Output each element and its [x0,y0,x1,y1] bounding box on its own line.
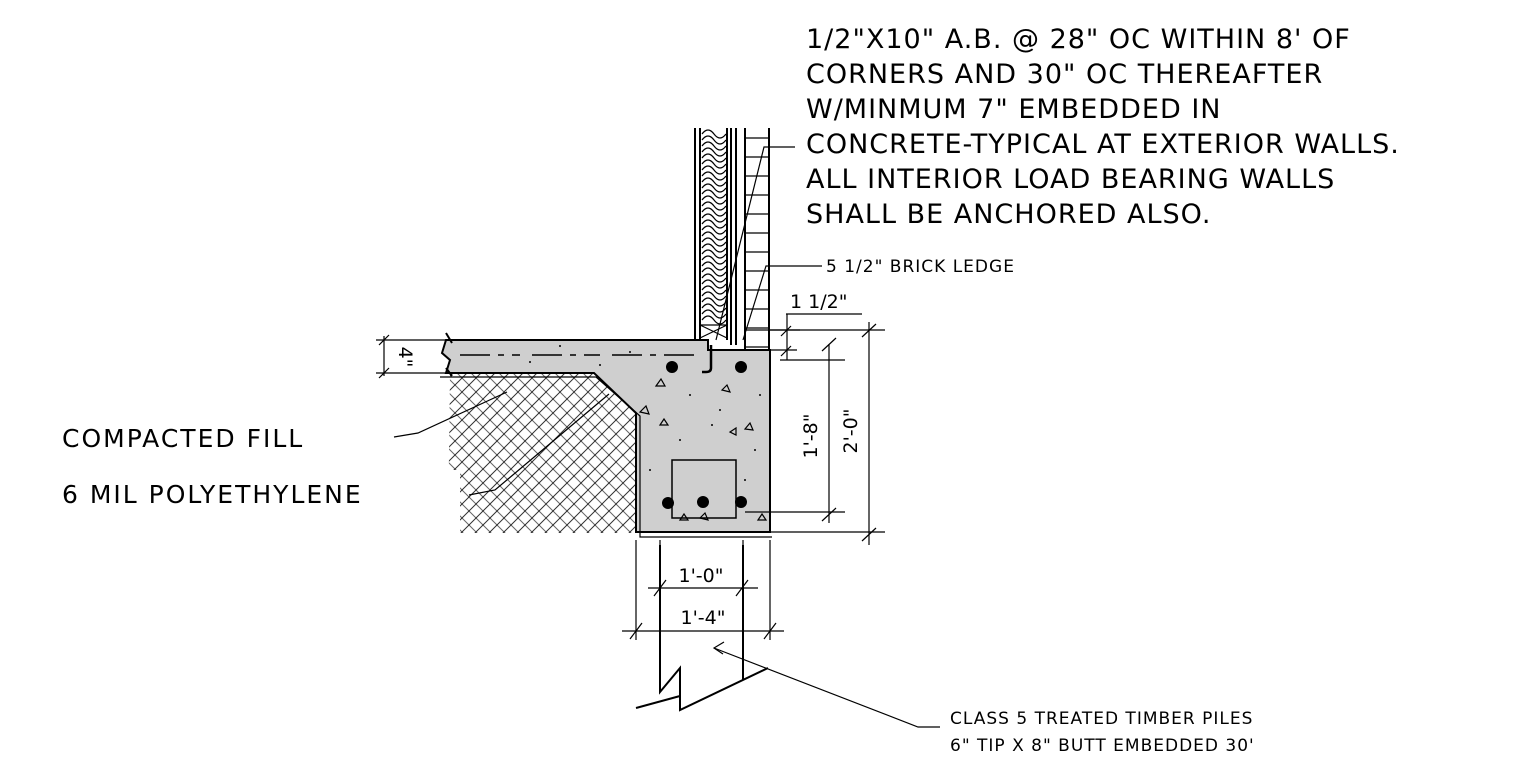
insulation-loop [701,261,727,277]
anchor-bolt-note-line-4: CONCRETE-TYPICAL AT EXTERIOR WALLS. [806,129,1400,160]
anchor-bolt [702,345,713,374]
insulation-batt [701,129,727,325]
piles-leader [713,647,940,728]
compacted-fill-label: COMPACTED FILL [62,424,304,453]
polyethylene-label: 6 MIL POLYETHYLENE [62,480,363,509]
brick-ledge-leader [742,265,822,341]
beam-width-label: 1'-4" [681,607,726,629]
stirrup [671,459,737,519]
insulation-loop [701,201,727,217]
inner-width-label: 1'-0" [679,565,724,587]
rebar-bottom-left [662,497,674,509]
insulation-loop [701,165,727,181]
piles-note-line-2: 6" TIP X 8" BUTT EMBEDDED 30' [950,736,1255,756]
polyethylene-leader [468,393,610,496]
anchor-bolt-note-line-5: ALL INTERIOR LOAD BEARING WALLS [806,164,1335,195]
anchor-bolt-note-line-3: W/MINMUM 7" EMBEDDED IN [806,94,1221,125]
insulation-loop [701,249,727,265]
insulation-loop [701,273,727,289]
horizontal-dimensions [622,540,784,640]
insulation-loop [701,177,727,193]
vertical-dimensions [745,322,885,545]
insulation-loop [701,141,727,157]
stud-wall [694,128,737,345]
compacted-fill-hatch [430,373,636,540]
insulation-loop [701,225,727,241]
rebar-bottom-right [735,496,747,508]
slab-thickness-label: 4" [394,347,416,368]
brick-offset-dimension [745,313,862,360]
concrete-section [440,339,771,533]
polyethylene-membrane [440,376,772,538]
anchor-bolt-leader [715,146,795,341]
anchor-bolt-note-line-1: 1/2"X10" A.B. @ 28" OC WITHIN 8' OF [806,24,1351,55]
slab-thickness-dimension [376,334,446,379]
insulation-loop [701,213,727,229]
rebar-top-left [666,361,678,373]
rebar-bottom-center [697,496,709,508]
rebar-spacing-label: 1'-8" [800,414,822,459]
brick-offset-label: 1 1/2" [790,291,847,313]
anchor-bolt-note-line-6: SHALL BE ANCHORED ALSO. [806,199,1211,230]
brick-veneer [744,128,770,350]
insulation-loop [701,189,727,205]
anchor-bolt-note-line-2: CORNERS AND 30" OC THEREAFTER [806,59,1323,90]
rebar-top-right [735,361,747,373]
insulation-loop [701,129,727,145]
brick-ledge-label: 5 1/2" BRICK LEDGE [826,257,1015,277]
insulation-loop [701,285,727,301]
piles-note-line-1: CLASS 5 TREATED TIMBER PILES [950,709,1253,729]
compacted-fill-leader [393,391,508,438]
insulation-loop [701,153,727,169]
insulation-loop [701,309,727,325]
beam-depth-label: 2'-0" [840,409,862,454]
insulation-loop [701,297,727,313]
insulation-loop [701,237,727,253]
